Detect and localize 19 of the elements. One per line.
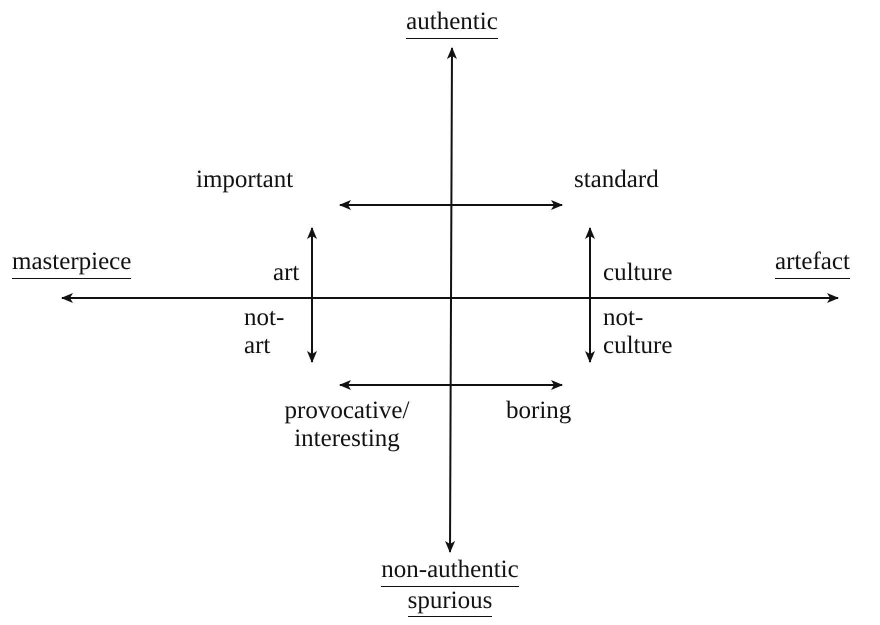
term-label: not- art	[244, 304, 286, 359]
double-headed-arrow	[339, 380, 563, 390]
term-label: spurious	[408, 586, 492, 617]
term-label: important	[196, 166, 294, 194]
term-label: artefact	[775, 248, 850, 278]
term-label: not- culture	[603, 304, 674, 359]
double-headed-arrow	[585, 227, 595, 363]
term-label: masterpiece	[12, 248, 132, 278]
double-headed-arrow	[307, 227, 317, 363]
term-label: art	[273, 258, 300, 286]
term-label: standard	[574, 166, 659, 194]
term-label: boring	[506, 397, 572, 424]
double-headed-arrow	[339, 200, 563, 210]
term-label: authentic	[406, 8, 498, 38]
term-label: provocative/ interesting	[284, 397, 410, 452]
term-label: culture	[603, 258, 672, 286]
double-headed-arrow	[61, 293, 839, 303]
double-headed-arrow	[445, 47, 457, 553]
term-label: non-authentic	[381, 556, 519, 586]
